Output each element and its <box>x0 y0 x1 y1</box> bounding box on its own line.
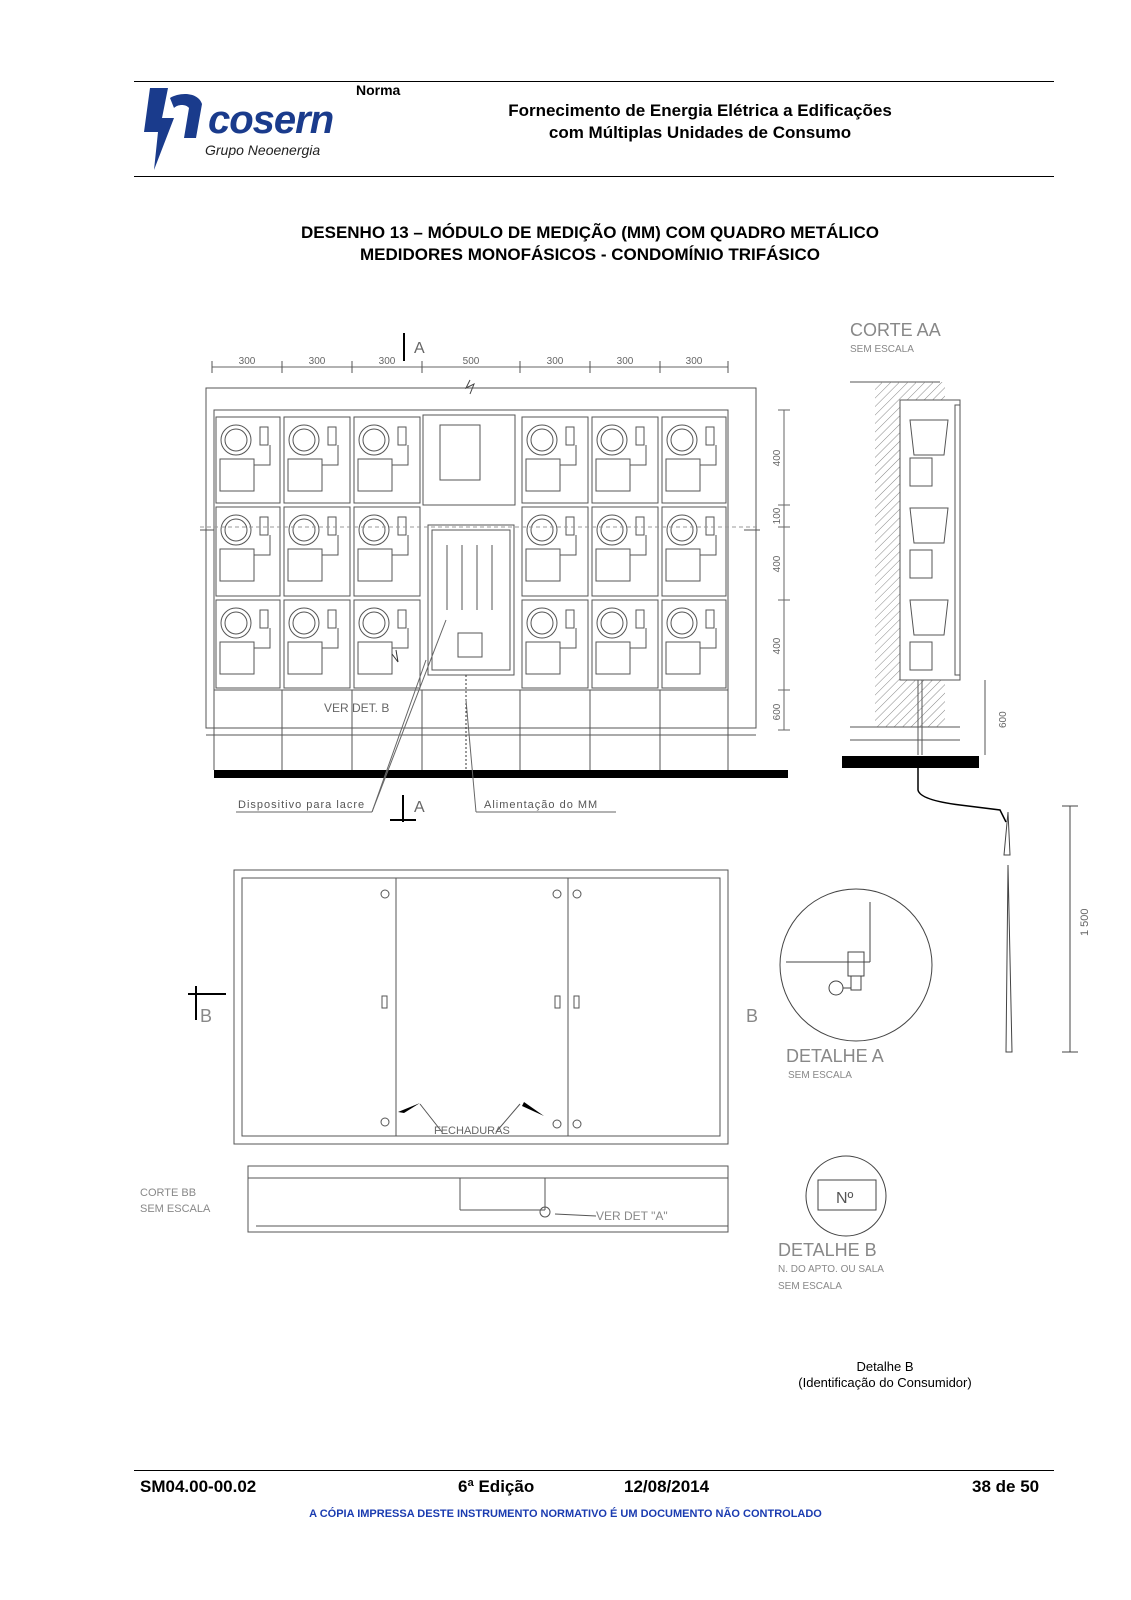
caption-line1: Detalhe B <box>856 1359 914 1374</box>
section-b-left-label: B <box>200 1006 212 1026</box>
meter-cell <box>521 416 589 504</box>
footer-edition: 6ª Edição <box>458 1477 535 1496</box>
corte-bb <box>247 1165 729 1233</box>
fechaduras-label: FECHADURAS <box>434 1125 510 1137</box>
document-title-line1: Fornecimento de Energia Elétrica a Edifi… <box>508 101 892 120</box>
detalhe-b <box>805 1155 887 1237</box>
meter-cell <box>591 506 659 597</box>
meter-cell <box>215 416 281 504</box>
drawing-title-line1: DESENHO 13 – MÓDULO DE MEDIÇÃO (MM) COM … <box>300 223 879 242</box>
top-dim-label: 300 <box>686 356 703 367</box>
document-title-line2: com Múltiplas Unidades de Consumo <box>548 123 852 142</box>
front-view <box>200 361 760 770</box>
footer-page: 38 de 50 <box>972 1477 1040 1496</box>
detalhe-a-title: DETALHE A <box>786 1046 884 1066</box>
meter-cell <box>661 506 727 597</box>
side-dim-label: 400 <box>772 449 783 466</box>
top-dim-label: 300 <box>239 356 256 367</box>
height-dim: 1 500 <box>1079 908 1091 936</box>
meter-cell <box>521 599 589 689</box>
meter-cell <box>283 416 351 504</box>
corte-aa-dim: 600 <box>998 711 1009 728</box>
dispositivo-lacre-label: Dispositivo para lacre <box>238 799 365 811</box>
meter-cell <box>283 506 351 597</box>
corte-aa-section <box>850 381 986 755</box>
section-b-right-label: B <box>746 1006 758 1026</box>
footer-disclaimer: A CÓPIA IMPRESSA DESTE INSTRUMENTO NORMA… <box>309 1508 822 1520</box>
corte-aa-title: CORTE AA <box>850 320 941 340</box>
front-doors-view <box>233 869 729 1145</box>
detalhe-b-number: Nº <box>836 1190 854 1207</box>
section-a-top-label: A <box>414 340 425 357</box>
ground-slab <box>214 770 788 778</box>
footer-rule <box>134 1470 1054 1471</box>
meter-cell <box>215 599 281 689</box>
meter-cell <box>353 506 421 597</box>
footer-code: SM04.00-00.02 <box>140 1477 257 1496</box>
detalhe-b-sub1: N. DO APTO. OU SALA <box>778 1264 884 1275</box>
top-dim-label: 300 <box>379 356 396 367</box>
logo-subtitle: Grupo Neoenergia <box>205 142 321 158</box>
meter-cell <box>353 416 421 504</box>
detalhe-b-title: DETALHE B <box>778 1240 877 1260</box>
document-title: Fornecimento de Energia Elétrica a Edifi… <box>420 100 980 144</box>
corte-bb-sem-escala: SEM ESCALA <box>140 1203 211 1215</box>
drawing-title-line2: MEDIDORES MONOFÁSICOS - CONDOMÍNIO TRIFÁ… <box>360 245 820 264</box>
corte-aa-slab <box>842 756 979 768</box>
section-a-bottom-label: A <box>414 799 425 816</box>
side-dim-label: 400 <box>772 555 783 572</box>
ver-det-a-label: VER DET "A" <box>596 1209 668 1223</box>
meter-cell <box>661 599 727 689</box>
header-top-rule <box>134 81 1054 82</box>
top-dim-label: 300 <box>547 356 564 367</box>
header-bottom-rule <box>134 176 1054 177</box>
detalhe-a-sem-escala: SEM ESCALA <box>788 1070 852 1081</box>
meter-cell <box>661 416 727 504</box>
top-dim-label: 500 <box>463 356 480 367</box>
ver-det-b-label: VER DET. B <box>324 701 389 715</box>
logo-wordmark: cosern <box>208 98 334 142</box>
meter-cell <box>353 599 421 689</box>
footer-date: 12/08/2014 <box>624 1477 710 1496</box>
norma-label: Norma <box>356 82 401 98</box>
meter-cell <box>591 416 659 504</box>
alimentacao-label: Alimentação do MM <box>484 799 598 811</box>
side-dim-label: 400 <box>772 637 783 654</box>
detalhe-a <box>779 888 933 1042</box>
detalhe-b-sub2: SEM ESCALA <box>778 1281 842 1292</box>
caption-line2: (Identificação do Consumidor) <box>798 1375 972 1390</box>
corte-aa-sem-escala: SEM ESCALA <box>850 344 914 355</box>
meter-cell <box>591 599 659 689</box>
top-dim-label: 300 <box>617 356 634 367</box>
meter-cell <box>521 506 589 597</box>
drawing-title: DESENHO 13 – MÓDULO DE MEDIÇÃO (MM) COM … <box>150 222 1030 266</box>
meter-cell <box>283 599 351 689</box>
side-dim-label: 600 <box>772 703 783 720</box>
cosern-logo-icon <box>144 88 202 170</box>
side-dim-label: 100 <box>772 507 783 524</box>
top-dim-label: 300 <box>309 356 326 367</box>
figure-caption: Detalhe B (Identificação do Consumidor) <box>780 1359 990 1391</box>
corte-bb-title: CORTE BB <box>140 1187 196 1199</box>
meter-cell <box>215 506 281 597</box>
